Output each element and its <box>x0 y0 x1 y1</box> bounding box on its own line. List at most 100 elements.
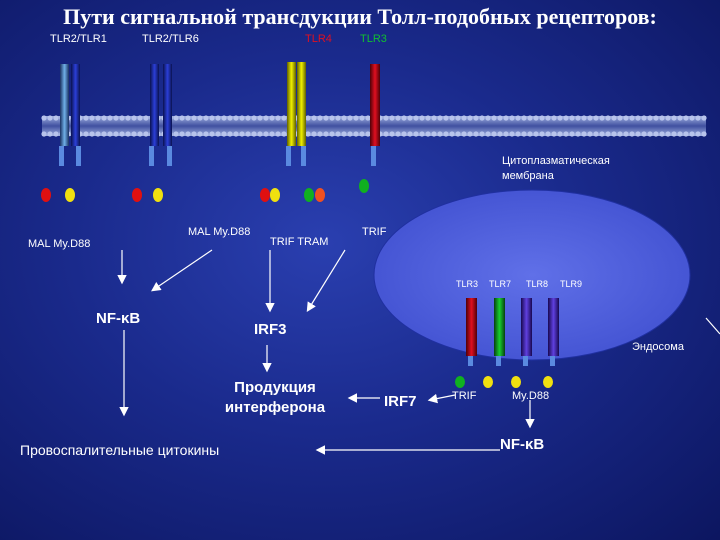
membrane-bead <box>611 131 617 137</box>
membrane-bead <box>509 115 515 121</box>
membrane-bead <box>587 131 593 137</box>
membrane-bead <box>479 115 485 121</box>
membrane-bead <box>257 131 263 137</box>
membrane-bead <box>209 115 215 121</box>
endosome-label: Эндосома <box>632 341 684 353</box>
output-nfkb-right: NF-κB <box>500 436 545 453</box>
membrane-bead <box>215 131 221 137</box>
membrane-bead <box>275 131 281 137</box>
membrane-bead <box>665 115 671 121</box>
membrane-bead <box>311 115 317 121</box>
membrane-bead <box>329 131 335 137</box>
membrane-bead <box>125 131 131 137</box>
membrane-bead <box>419 115 425 121</box>
membrane-bead <box>449 131 455 137</box>
membrane-bead <box>491 115 497 121</box>
membrane-bead <box>395 131 401 137</box>
membrane-bead <box>503 131 509 137</box>
membrane-bead <box>443 115 449 121</box>
membrane-bead <box>641 115 647 121</box>
adapter-dots <box>41 179 369 202</box>
membrane-bead <box>671 115 677 121</box>
output-nfkb-left: NF-κB <box>96 310 141 327</box>
membrane-bead <box>197 131 203 137</box>
membrane-bead <box>521 115 527 121</box>
membrane-bead <box>323 131 329 137</box>
membrane-bead <box>695 131 701 137</box>
membrane-bead <box>239 115 245 121</box>
membrane-bead <box>263 115 269 121</box>
membrane-bead <box>173 131 179 137</box>
membrane-bead <box>605 115 611 121</box>
membrane-bead <box>437 131 443 137</box>
membrane-bead <box>425 115 431 121</box>
membrane-bead <box>143 131 149 137</box>
membrane-bead <box>251 131 257 137</box>
membrane-bead <box>509 131 515 137</box>
membrane-bead <box>131 131 137 137</box>
membrane-bead <box>473 115 479 121</box>
membrane-bead <box>305 131 311 137</box>
membrane-bead <box>95 131 101 137</box>
membrane-bead <box>233 131 239 137</box>
membrane-bead <box>353 115 359 121</box>
endosome-tlr8-label: TLR8 <box>526 279 549 289</box>
membrane-bead <box>491 131 497 137</box>
membrane-bead <box>89 131 95 137</box>
membrane-bead <box>347 131 353 137</box>
membrane-bead <box>623 115 629 121</box>
membrane-bead <box>497 115 503 121</box>
membrane-bead <box>497 131 503 137</box>
membrane-bead <box>671 131 677 137</box>
label-tlr2-tlr6: TLR2/TLR6 <box>142 33 199 45</box>
endosome-tlr7-label: TLR7 <box>489 279 512 289</box>
membrane-bead <box>101 115 107 121</box>
page-title: Пути сигнальной трансдукции Толл-подобны… <box>63 4 657 29</box>
membrane-bead <box>467 131 473 137</box>
membrane-bead <box>617 115 623 121</box>
membrane-bead <box>359 115 365 121</box>
membrane-bead <box>653 131 659 137</box>
membrane-bead <box>545 115 551 121</box>
membrane-bead <box>383 131 389 137</box>
membrane-bead <box>599 131 605 137</box>
membrane-bead <box>341 115 347 121</box>
membrane-bead <box>323 115 329 121</box>
membrane-bead <box>305 115 311 121</box>
membrane-bead <box>191 131 197 137</box>
membrane-bead <box>269 131 275 137</box>
membrane-bead <box>485 131 491 137</box>
membrane-bead <box>605 131 611 137</box>
membrane-bead <box>581 115 587 121</box>
output-irf3: IRF3 <box>254 321 287 338</box>
membrane-bead <box>695 115 701 121</box>
membrane-bead <box>203 131 209 137</box>
membrane-bead <box>221 131 227 137</box>
adapter-mal-myd88-center: MAL My.D88 <box>188 226 251 238</box>
membrane-bead <box>317 131 323 137</box>
membrane-bead <box>461 131 467 137</box>
membrane-bead <box>635 131 641 137</box>
membrane-bead <box>563 131 569 137</box>
membrane-bead <box>485 115 491 121</box>
membrane-bead <box>599 115 605 121</box>
membrane-bead <box>95 115 101 121</box>
membrane-bead <box>107 131 113 137</box>
membrane-bead <box>539 115 545 121</box>
membrane-bead <box>137 115 143 121</box>
membrane-bead <box>401 131 407 137</box>
adapter-trif: TRIF <box>362 226 387 238</box>
membrane-bead <box>347 115 353 121</box>
membrane-bead <box>521 131 527 137</box>
membrane-bead <box>281 115 287 121</box>
membrane-bead <box>437 115 443 121</box>
membrane-bead <box>575 131 581 137</box>
membrane-bead <box>665 131 671 137</box>
membrane-bead <box>263 131 269 137</box>
membrane-bead <box>533 115 539 121</box>
membrane-bead <box>179 115 185 121</box>
membrane-bead <box>407 115 413 121</box>
membrane-bead <box>335 131 341 137</box>
membrane-bead <box>659 131 665 137</box>
membrane-bead <box>593 131 599 137</box>
